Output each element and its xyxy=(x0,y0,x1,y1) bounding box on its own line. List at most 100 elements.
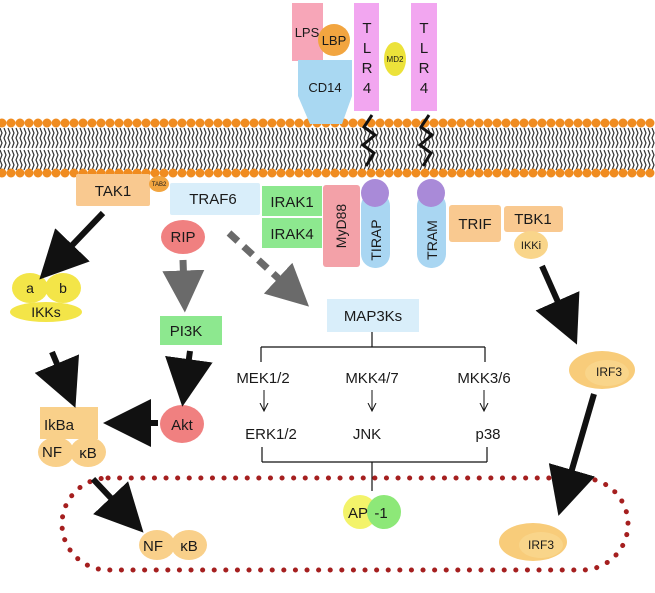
lipid-tail-lower xyxy=(643,149,647,171)
lipid-tail-lower xyxy=(391,149,395,171)
lipid-tail-lower xyxy=(159,149,163,171)
lipid-tail-upper xyxy=(639,127,643,149)
lipid-tail-upper xyxy=(199,127,203,149)
lipid-tail-lower xyxy=(75,149,79,171)
lipid-tail-upper xyxy=(347,127,351,149)
lipid-head-upper xyxy=(600,118,610,128)
lipid-tail-upper xyxy=(115,127,119,149)
lipid-tail-upper xyxy=(303,127,307,149)
nfkb-nucleus-kb-label: κB xyxy=(180,538,198,555)
lipid-head-lower xyxy=(528,168,538,178)
lipid-tail-upper xyxy=(75,127,79,149)
irak4-node: IRAK4 xyxy=(262,218,322,248)
lipid-head-upper xyxy=(555,118,565,128)
lipid-head-lower xyxy=(24,168,34,178)
lipid-tail-lower xyxy=(383,149,387,171)
lipid-tail-upper xyxy=(295,127,299,149)
lipid-head-lower xyxy=(231,168,241,178)
irak1-node: IRAK1 xyxy=(262,186,322,216)
lipid-head-lower xyxy=(375,168,385,178)
lipid-tail-upper xyxy=(87,127,91,149)
mapk-bracket-top xyxy=(260,332,486,362)
lipid-head-upper xyxy=(591,118,601,128)
lipid-head-lower xyxy=(384,168,394,178)
nf-label: NF xyxy=(42,444,62,461)
lipid-tail-upper xyxy=(383,127,387,149)
lipid-head-upper xyxy=(6,118,16,128)
lipid-head-upper xyxy=(429,118,439,128)
lipid-tail-lower xyxy=(559,149,563,171)
lipid-tail-upper xyxy=(95,127,99,149)
tab2-node: TAB2 xyxy=(149,176,169,192)
lipid-head-upper xyxy=(510,118,520,128)
lipid-head-lower xyxy=(627,168,637,178)
lipid-tail-lower xyxy=(31,149,35,171)
lipid-tail-upper xyxy=(63,127,67,149)
lipid-head-lower xyxy=(51,168,61,178)
lipid-head-lower xyxy=(600,168,610,178)
lipid-tail-upper xyxy=(123,127,127,149)
lipid-head-lower xyxy=(618,168,628,178)
lipid-tail-upper xyxy=(479,127,483,149)
lipid-head-lower xyxy=(402,168,412,178)
lipid-tail-upper xyxy=(203,127,207,149)
lipid-tail-upper xyxy=(99,127,103,149)
tirap-adaptor: TIRAP xyxy=(361,179,390,268)
lipid-head-upper xyxy=(204,118,214,128)
lipid-tail-upper xyxy=(243,127,247,149)
lipid-tail-upper xyxy=(67,127,71,149)
lipid-head-lower xyxy=(330,168,340,178)
lipid-tail-upper xyxy=(91,127,95,149)
lipid-tail-upper xyxy=(443,127,447,149)
trif-label: TRIF xyxy=(458,216,491,233)
lipid-tail-lower xyxy=(571,149,575,171)
lipid-tail-upper xyxy=(151,127,155,149)
lipid-head-upper xyxy=(411,118,421,128)
tlr4-right-label-char: 4 xyxy=(420,80,428,97)
lipid-tail-upper xyxy=(51,127,55,149)
lipid-bilayer xyxy=(0,118,655,178)
lipid-head-lower xyxy=(249,168,259,178)
lipid-tail-lower xyxy=(539,149,543,171)
lipid-tail-upper xyxy=(375,127,379,149)
lipid-tail-upper xyxy=(0,127,3,149)
lipid-tail-upper xyxy=(487,127,491,149)
lipid-tail-lower xyxy=(347,149,351,171)
lipid-head-lower xyxy=(636,168,646,178)
lipid-tail-lower xyxy=(239,149,243,171)
akt-label: Akt xyxy=(171,417,194,434)
lipid-head-upper xyxy=(213,118,223,128)
lipid-tail-lower xyxy=(307,149,311,171)
lipid-tail-lower xyxy=(35,149,39,171)
lipid-head-lower xyxy=(294,168,304,178)
lipid-tail-lower xyxy=(479,149,483,171)
lipid-tail-lower xyxy=(431,149,435,171)
lipid-head-lower xyxy=(573,168,583,178)
lipid-tail-lower xyxy=(259,149,263,171)
lipid-tail-upper xyxy=(275,127,279,149)
lipid-tail-lower xyxy=(335,149,339,171)
traf6-to-map3ks-arrow xyxy=(226,230,310,307)
lipid-head-upper xyxy=(141,118,151,128)
lipid-tail-lower xyxy=(87,149,91,171)
lipid-tail-upper xyxy=(147,127,151,149)
lipid-tail-upper xyxy=(455,127,459,149)
lipid-tail-lower xyxy=(327,149,331,171)
lipid-head-upper xyxy=(240,118,250,128)
lipid-tail-lower xyxy=(543,149,547,171)
lipid-tail-upper xyxy=(251,127,255,149)
lbp-node: LBP xyxy=(318,24,350,56)
tlr4-right-label-char: T xyxy=(419,20,428,37)
lipid-tail-lower xyxy=(119,149,123,171)
lipid-head-lower xyxy=(465,168,475,178)
lipid-tail-upper xyxy=(483,127,487,149)
lipid-head-lower xyxy=(411,168,421,178)
lipid-tail-upper xyxy=(19,127,23,149)
lipid-tail-upper xyxy=(439,127,443,149)
lipid-tail-upper xyxy=(643,127,647,149)
lipid-head-lower xyxy=(186,168,196,178)
lipid-head-upper xyxy=(114,118,124,128)
lipid-tail-lower xyxy=(127,149,131,171)
lipid-tail-upper xyxy=(235,127,239,149)
lipid-tail-lower xyxy=(343,149,347,171)
